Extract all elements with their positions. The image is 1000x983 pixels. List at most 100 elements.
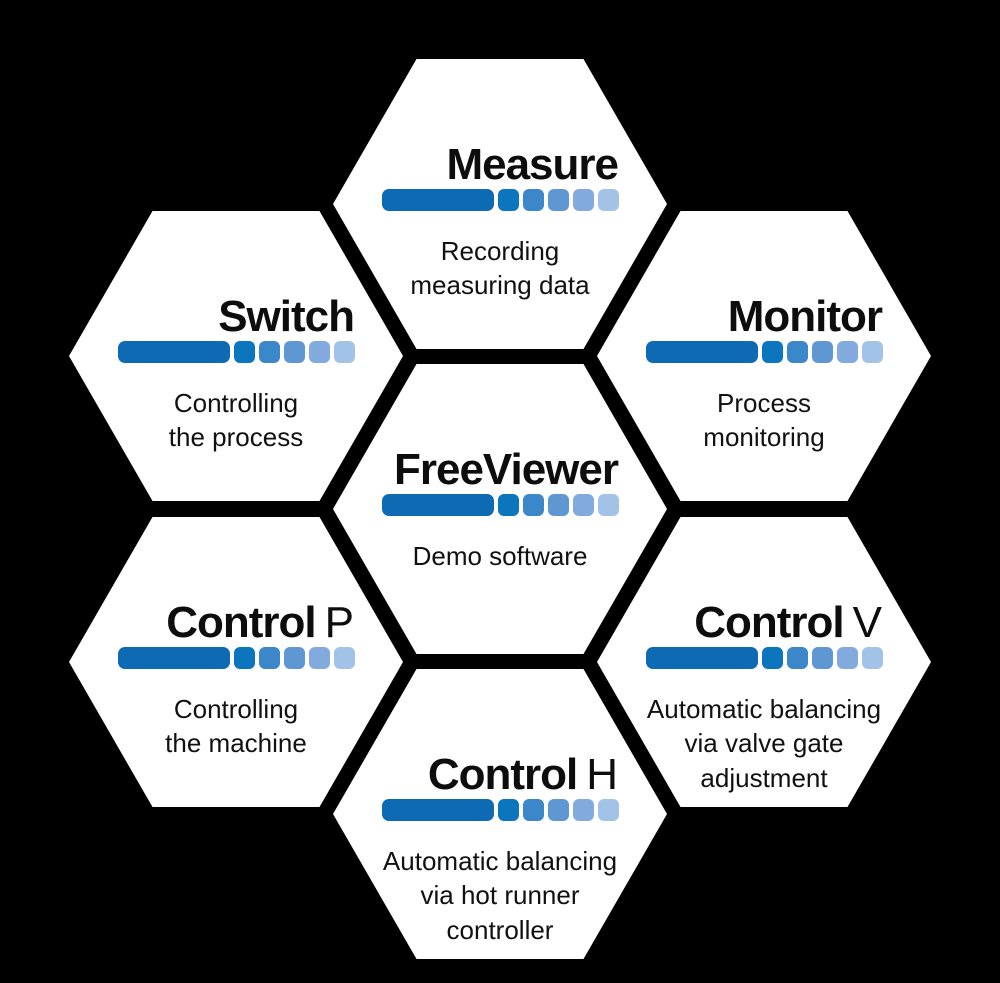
- brand-bar-segment-2: [259, 647, 280, 669]
- brand-bar-segment-5: [862, 341, 883, 363]
- brand-bar-segment-5: [862, 647, 883, 669]
- brand-bar-segment-3: [548, 189, 569, 211]
- hexagon-subtitle: Controlling the process: [118, 386, 354, 455]
- hexagon-subtitle-line: Recording: [440, 236, 560, 266]
- brand-bar-main-segment: [382, 799, 494, 821]
- hexagon-content: Control P Controlling the machine: [118, 599, 355, 761]
- hexagon-subtitle-line: adjustment: [700, 762, 828, 793]
- brand-bar-segment-2: [259, 341, 280, 363]
- brand-bar-segment-2: [523, 189, 544, 211]
- hexagon-subtitle: Controlling the machine: [118, 692, 354, 761]
- hexagon-content: Switch Controlling the process: [118, 292, 355, 455]
- brand-bar-segment-5: [334, 647, 355, 669]
- hexagon-subtitle-line: the machine: [165, 728, 307, 759]
- hexagon-content: Measure Recording measuring data: [382, 140, 619, 303]
- hexagon-control-h[interactable]: Control H Automatic balancing via hot run…: [333, 669, 667, 959]
- brand-bar: [646, 647, 883, 669]
- brand-bar-segment-3: [812, 647, 833, 669]
- hexagon-subtitle-line: Controlling: [173, 388, 299, 418]
- hexagon-subtitle-line: monitoring: [703, 422, 825, 453]
- hexagon-switch[interactable]: Switch Controlling the process: [69, 211, 403, 501]
- hexagon-subtitle-line: Controlling: [173, 694, 299, 724]
- hexagon-subtitle: Demo software: [382, 539, 618, 573]
- hexagon-title: Monitor: [727, 292, 883, 341]
- brand-bar-main-segment: [646, 341, 758, 363]
- hexagon-content: FreeViewer Demo software: [382, 445, 619, 573]
- hexagon-title-main: Control: [427, 750, 578, 799]
- brand-bar-segment-1: [762, 341, 783, 363]
- hexagon-title-main: Control: [694, 598, 844, 647]
- hexagon-control-v[interactable]: Control V Automatic balancing via valve g…: [597, 517, 931, 807]
- hexagon-title-main: Measure: [446, 140, 619, 189]
- hexagon-title: FreeViewer: [393, 445, 619, 494]
- brand-bar: [118, 341, 355, 363]
- brand-bar-segment-4: [837, 341, 858, 363]
- brand-bar: [118, 647, 355, 669]
- brand-bar-segment-2: [787, 341, 808, 363]
- brand-bar-segment-3: [548, 799, 569, 821]
- hexagon-title-main: Switch: [218, 292, 355, 341]
- brand-bar-segment-2: [523, 799, 544, 821]
- brand-bar-segment-4: [573, 799, 594, 821]
- brand-bar: [382, 189, 619, 211]
- brand-bar-segment-1: [762, 647, 783, 669]
- hexagon-subtitle: Recording measuring data: [382, 234, 618, 303]
- hexagon-title-main: Control: [166, 598, 316, 647]
- hexagon-subtitle-line: via valve gate: [684, 728, 844, 759]
- brand-bar-segment-5: [334, 341, 355, 363]
- brand-bar-segment-1: [234, 341, 255, 363]
- brand-bar-main-segment: [118, 647, 230, 669]
- brand-bar-segment-3: [284, 341, 305, 363]
- hexagon-title: Control V: [694, 599, 882, 645]
- brand-bar-main-segment: [382, 189, 494, 211]
- hexagon-control-p[interactable]: Control P Controlling the machine: [69, 517, 403, 807]
- hexagon-title: Measure: [446, 140, 619, 189]
- hexagon-subtitle-line: via hot runner: [420, 880, 580, 911]
- brand-bar-segment-2: [787, 647, 808, 669]
- brand-bar: [382, 494, 619, 516]
- brand-bar-segment-5: [598, 494, 619, 516]
- brand-bar-main-segment: [118, 341, 230, 363]
- hexagon-title: Control H: [428, 751, 618, 797]
- hexagon-title-main: FreeViewer: [393, 445, 619, 494]
- hexagon-measure[interactable]: Measure Recording measuring data: [333, 59, 667, 349]
- hexagon-subtitle-line: Process: [717, 388, 811, 418]
- brand-bar-main-segment: [382, 494, 494, 516]
- brand-bar-segment-3: [548, 494, 569, 516]
- hexagon-content: Control H Automatic balancing via hot run…: [382, 751, 619, 947]
- hexagon-title-main: Monitor: [727, 292, 883, 341]
- brand-bar-segment-1: [234, 647, 255, 669]
- brand-bar-segment-2: [523, 494, 544, 516]
- hexagon-freeviewer[interactable]: FreeViewer Demo software: [333, 364, 667, 654]
- brand-bar-segment-3: [812, 341, 833, 363]
- brand-bar: [382, 799, 619, 821]
- brand-bar-segment-4: [309, 341, 330, 363]
- brand-bar-segment-3: [284, 647, 305, 669]
- brand-bar-segment-4: [837, 647, 858, 669]
- hexagon-subtitle-line: Demo software: [412, 541, 588, 571]
- brand-bar-segment-1: [498, 189, 519, 211]
- hexagon-title-suffix: V: [852, 598, 882, 647]
- hexagon-subtitle-line: measuring data: [410, 270, 590, 301]
- brand-bar-segment-5: [598, 799, 619, 821]
- hexagon-subtitle-line: controller: [446, 914, 554, 945]
- hexagon-title: Switch: [218, 292, 355, 341]
- brand-bar: [646, 341, 883, 363]
- hexagon-title-suffix: H: [586, 750, 618, 799]
- hexagon-subtitle: Process monitoring: [646, 386, 882, 455]
- hexagon-subtitle-line: Automatic balancing: [646, 694, 882, 724]
- brand-bar-segment-4: [309, 647, 330, 669]
- hexagon-title-suffix: P: [324, 598, 354, 647]
- brand-bar-main-segment: [646, 647, 758, 669]
- hexagon-subtitle-line: the process: [168, 422, 304, 453]
- brand-bar-segment-5: [598, 189, 619, 211]
- hexagon-subtitle-line: Automatic balancing: [382, 846, 618, 876]
- hexagon-monitor[interactable]: Monitor Process monitoring: [597, 211, 931, 501]
- hexagon-title: Control P: [166, 599, 354, 645]
- brand-bar-segment-4: [573, 494, 594, 516]
- brand-bar-segment-4: [573, 189, 594, 211]
- hexagon-content: Monitor Process monitoring: [646, 292, 883, 455]
